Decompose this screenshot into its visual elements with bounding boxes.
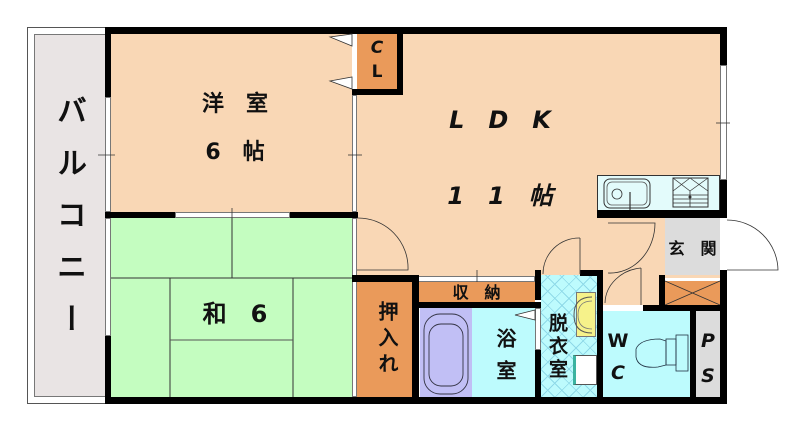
pipe-space (696, 311, 720, 397)
partition-western-ldk (352, 95, 357, 212)
wall-western-japanese (105, 212, 175, 218)
closet-label-c: C (370, 38, 384, 58)
oshiire-label: 押入れ (375, 301, 399, 379)
toilet-label-c: C (611, 362, 625, 384)
toilet-label-w: W (607, 330, 629, 352)
storage-label: 収 納 (452, 283, 501, 302)
wall-hall-genkan (659, 275, 665, 311)
japanese-room-label: 和 6 (202, 300, 268, 328)
balcony (34, 34, 106, 397)
western-room-label-type: 洋 室 (201, 92, 268, 117)
bathtub-icon (423, 313, 469, 395)
wash-basin-icon (573, 296, 593, 334)
wall-kitchen-bottom (597, 210, 727, 218)
washing-machine-pan (573, 355, 597, 385)
balcony-window-japanese (105, 218, 111, 336)
wall-top (105, 27, 727, 34)
wall-left-upper (105, 27, 111, 97)
oshiire (357, 282, 412, 397)
closet-label-l: L (371, 62, 383, 82)
wall-wc-top (643, 305, 727, 311)
wall-right-kitchen (720, 180, 727, 218)
wall-closet-right (397, 27, 403, 95)
wash-basin (576, 292, 596, 337)
hallway (603, 218, 659, 305)
western-room (111, 34, 352, 212)
sliding-door-western-japanese (175, 212, 290, 218)
storage (418, 282, 535, 303)
tatami-lines (111, 218, 352, 397)
wall-oshiire-right (412, 275, 419, 404)
entrance-label: 玄 関 (668, 239, 717, 258)
wall-bath-dressing-lower (535, 350, 541, 404)
ldk-right-window (720, 65, 727, 180)
wall-dressing-top (580, 270, 603, 276)
wall-western-japanese-2 (290, 212, 358, 218)
pipe-space-label-p: P (701, 330, 715, 352)
dressing-room-label: 脱衣室 (546, 313, 568, 382)
ldk (357, 34, 720, 278)
toilet-room (603, 311, 690, 397)
wall-left-lower (105, 336, 111, 404)
wall-right-upper (720, 27, 727, 65)
western-room-label-size: 6 帖 (205, 140, 265, 165)
ldk-label-size: 1 1 帖 (447, 182, 553, 210)
wall-right-lower (720, 270, 727, 404)
gas-stove-icon (672, 177, 709, 208)
ldk-label-type: L D K (449, 106, 551, 134)
balcony-label: バルコニー (51, 95, 86, 355)
wall-storage-bath (412, 302, 541, 308)
shoe-cabinet-icon (664, 280, 721, 306)
partition-japanese-ldk (352, 218, 357, 397)
wall-ldk-oshiire (352, 275, 417, 282)
toilet-icon (635, 334, 689, 372)
entrance (665, 218, 720, 275)
kitchen-sink-icon (603, 178, 651, 210)
wall-closet-bottom (352, 89, 402, 95)
wall-dressing-wc (597, 270, 603, 404)
bath-door (535, 308, 541, 350)
balcony-window-western (105, 97, 111, 212)
wall-wc-ps (690, 305, 696, 404)
wall-bath-dressing (535, 270, 541, 300)
pipe-space-label-s: S (701, 365, 715, 387)
closet (357, 34, 397, 89)
bathroom-label: 浴室 (493, 328, 517, 392)
